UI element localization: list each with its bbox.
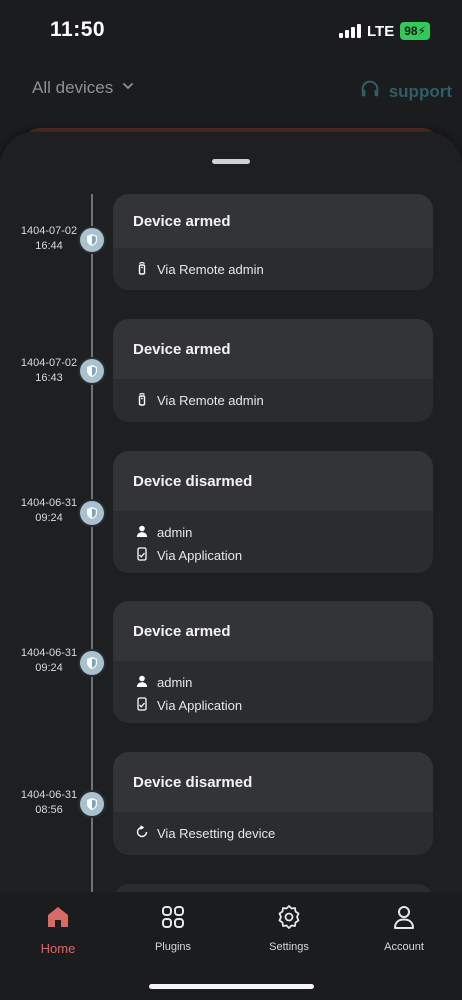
event-detail-row: Via Application (135, 694, 433, 717)
event-detail-row: admin (135, 671, 433, 694)
event-card[interactable]: Device armed Via Remote admin (113, 194, 433, 290)
event-detail-row: Via Application (135, 544, 433, 567)
event-timestamp: 1404-06-31 08:56 (14, 788, 84, 818)
user-icon (391, 904, 417, 933)
event-date: 1404-07-02 (20, 357, 78, 369)
home-icon (45, 904, 71, 933)
gear-icon (276, 904, 302, 933)
event-detail-row: Via Remote admin (135, 258, 433, 281)
event-title: Device armed (113, 194, 433, 248)
event-time: 08:56 (35, 804, 63, 816)
tab-home[interactable]: Home (8, 904, 108, 956)
event-timestamp: 1404-07-02 16:44 (14, 224, 84, 254)
phone-icon (135, 697, 149, 714)
event-date: 1404-07-02 (20, 225, 78, 237)
event-title: Device armed (113, 319, 433, 379)
tab-label: Account (384, 941, 424, 953)
status-bar: 11:50 LTE 98⚡ (0, 0, 462, 60)
event-card[interactable]: Device disarmed admin Via Application (113, 451, 433, 573)
shield-icon (80, 359, 104, 383)
support-button[interactable]: support (359, 78, 452, 105)
event-date: 1404-06-31 (20, 647, 78, 659)
event-title: Device armed (113, 601, 433, 661)
event-detail-row: admin (135, 521, 433, 544)
event-time: 16:43 (35, 372, 63, 384)
event-time: 09:24 (35, 512, 63, 524)
event-detail-text: admin (157, 675, 193, 690)
tab-label: Settings (269, 941, 309, 953)
battery-level: 98 (404, 24, 418, 38)
event-timestamp: 1404-07-02 16:43 (14, 356, 84, 386)
shield-icon (80, 228, 104, 252)
grid-icon (160, 904, 186, 933)
events-sheet: 1404-07-02 16:44 Device armed Via Remote… (0, 132, 462, 892)
reset-icon (135, 825, 149, 842)
status-time: 11:50 (50, 18, 106, 41)
charging-icon: ⚡ (417, 24, 426, 38)
event-card[interactable]: Device armed admin Via Application (113, 601, 433, 723)
device-selector[interactable]: All devices (32, 78, 135, 98)
support-label: support (388, 81, 452, 101)
event-card[interactable]: Device armed Via Remote admin (113, 319, 433, 422)
event-detail-text: admin (157, 525, 193, 540)
tab-label: Home (40, 941, 76, 956)
event-detail-text: Via Remote admin (157, 393, 264, 408)
event-detail-text: Via Resetting device (157, 826, 276, 841)
tab-label: Plugins (154, 941, 192, 953)
event-time: 16:44 (35, 240, 63, 252)
user-icon (135, 674, 149, 691)
event-time: 09:24 (35, 662, 63, 674)
device-selector-label: All devices (32, 78, 114, 97)
event-detail-row: Via Resetting device (135, 822, 433, 845)
event-detail-text: Via Remote admin (157, 262, 264, 277)
shield-icon (80, 651, 104, 675)
sheet-drag-handle[interactable] (212, 159, 250, 164)
event-card[interactable] (113, 884, 433, 892)
battery-indicator: 98⚡ (400, 22, 430, 40)
event-date: 1404-06-31 (20, 497, 78, 509)
event-title: Device disarmed (113, 451, 433, 511)
signal-icon (338, 24, 361, 38)
status-indicators: LTE 98⚡ (338, 22, 430, 40)
event-detail-row: Via Remote admin (135, 389, 433, 412)
phone-icon (135, 547, 149, 564)
event-date: 1404-06-31 (20, 789, 78, 801)
home-indicator (149, 984, 314, 989)
event-detail-text: Via Application (157, 548, 243, 563)
tab-account[interactable]: Account (354, 904, 454, 953)
shield-icon (80, 501, 104, 525)
header: All devices support (0, 70, 462, 110)
shield-icon (80, 792, 104, 816)
timeline-line (91, 194, 93, 892)
remote-icon (135, 261, 149, 278)
tab-bar: Home Plugins Settings Account (0, 892, 462, 1000)
event-title: Device disarmed (113, 752, 433, 812)
user-icon (135, 524, 149, 541)
remote-icon (135, 392, 149, 409)
tab-settings[interactable]: Settings (239, 904, 339, 953)
network-label: LTE (366, 22, 395, 40)
tab-plugins[interactable]: Plugins (123, 904, 223, 953)
event-timestamp: 1404-06-31 09:24 (14, 496, 84, 526)
event-card[interactable]: Device disarmed Via Resetting device (113, 752, 433, 855)
headphones-icon (359, 78, 381, 105)
chevron-down-icon (121, 78, 135, 98)
event-detail-text: Via Application (157, 698, 243, 713)
event-timestamp: 1404-06-31 09:24 (14, 646, 84, 676)
